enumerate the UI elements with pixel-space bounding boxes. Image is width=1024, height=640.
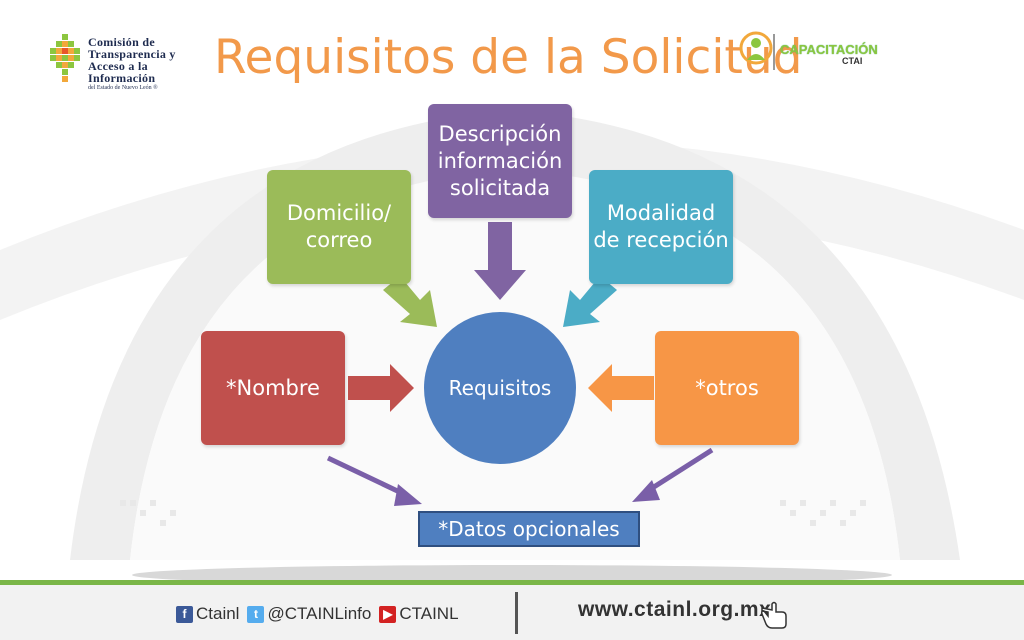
person-badge-icon [739, 31, 775, 70]
ctai-label: CTAI [842, 56, 863, 66]
youtube-icon[interactable]: ▶ [379, 605, 397, 623]
pointer-hand-icon [761, 601, 787, 629]
twitter-handle[interactable]: @CTAINLinfo [267, 604, 372, 623]
logo-subline: del Estado de Nuevo León ® [88, 85, 158, 91]
optional-data-label: *Datos opcionales [438, 517, 620, 541]
logo-line-2: Transparencia y [88, 47, 176, 61]
box-modalidad-label: Modalidad de recepción [593, 201, 729, 252]
box-descripcion: Descripción información solicitada [428, 104, 572, 218]
capacitacion-label: CAPACITACIÓN [780, 42, 878, 57]
logo-line-1: Comisión de [88, 35, 155, 49]
box-otros: *otros [655, 331, 799, 445]
footer-accent-line [0, 580, 1024, 585]
center-circle: Requisitos [424, 312, 576, 464]
center-label: Requisitos [448, 376, 552, 400]
website-link[interactable]: www.ctainl.org.mx [578, 598, 772, 621]
box-modalidad: Modalidad de recepción [589, 170, 733, 284]
ctainl-logo: Comisión de Transparencia y Acceso a la … [48, 34, 208, 92]
box-domicilio: Domicilio/ correo [267, 170, 411, 284]
capacitacion-logo: CAPACITACIÓN CTAI [738, 30, 878, 76]
pixel-mosaic-icon [50, 34, 80, 82]
twitter-icon[interactable]: t [247, 605, 265, 623]
box-nombre-label: *Nombre [226, 375, 320, 400]
box-otros-label: *otros [695, 375, 759, 400]
page-title: Requisitos de la Solicitud [214, 30, 803, 85]
footer-divider [515, 592, 518, 634]
box-domicilio-label: Domicilio/ correo [286, 201, 392, 252]
facebook-icon[interactable]: f [176, 605, 193, 623]
youtube-handle[interactable]: CTAINL [399, 604, 459, 623]
box-descripcion-label: Descripción información solicitada [437, 121, 563, 200]
logo-line-3: Acceso a la [88, 59, 148, 73]
optional-data-box: *Datos opcionales [418, 511, 640, 547]
footer [0, 585, 1024, 640]
facebook-handle[interactable]: Ctainl [196, 604, 240, 623]
logo-text: Comisión de Transparencia y Acceso a la … [88, 36, 176, 93]
box-nombre: *Nombre [201, 331, 345, 445]
logo-line-4: Información [88, 71, 156, 85]
social-links: f Ctainl t @CTAINLinfo ▶ CTAINL [176, 604, 467, 624]
